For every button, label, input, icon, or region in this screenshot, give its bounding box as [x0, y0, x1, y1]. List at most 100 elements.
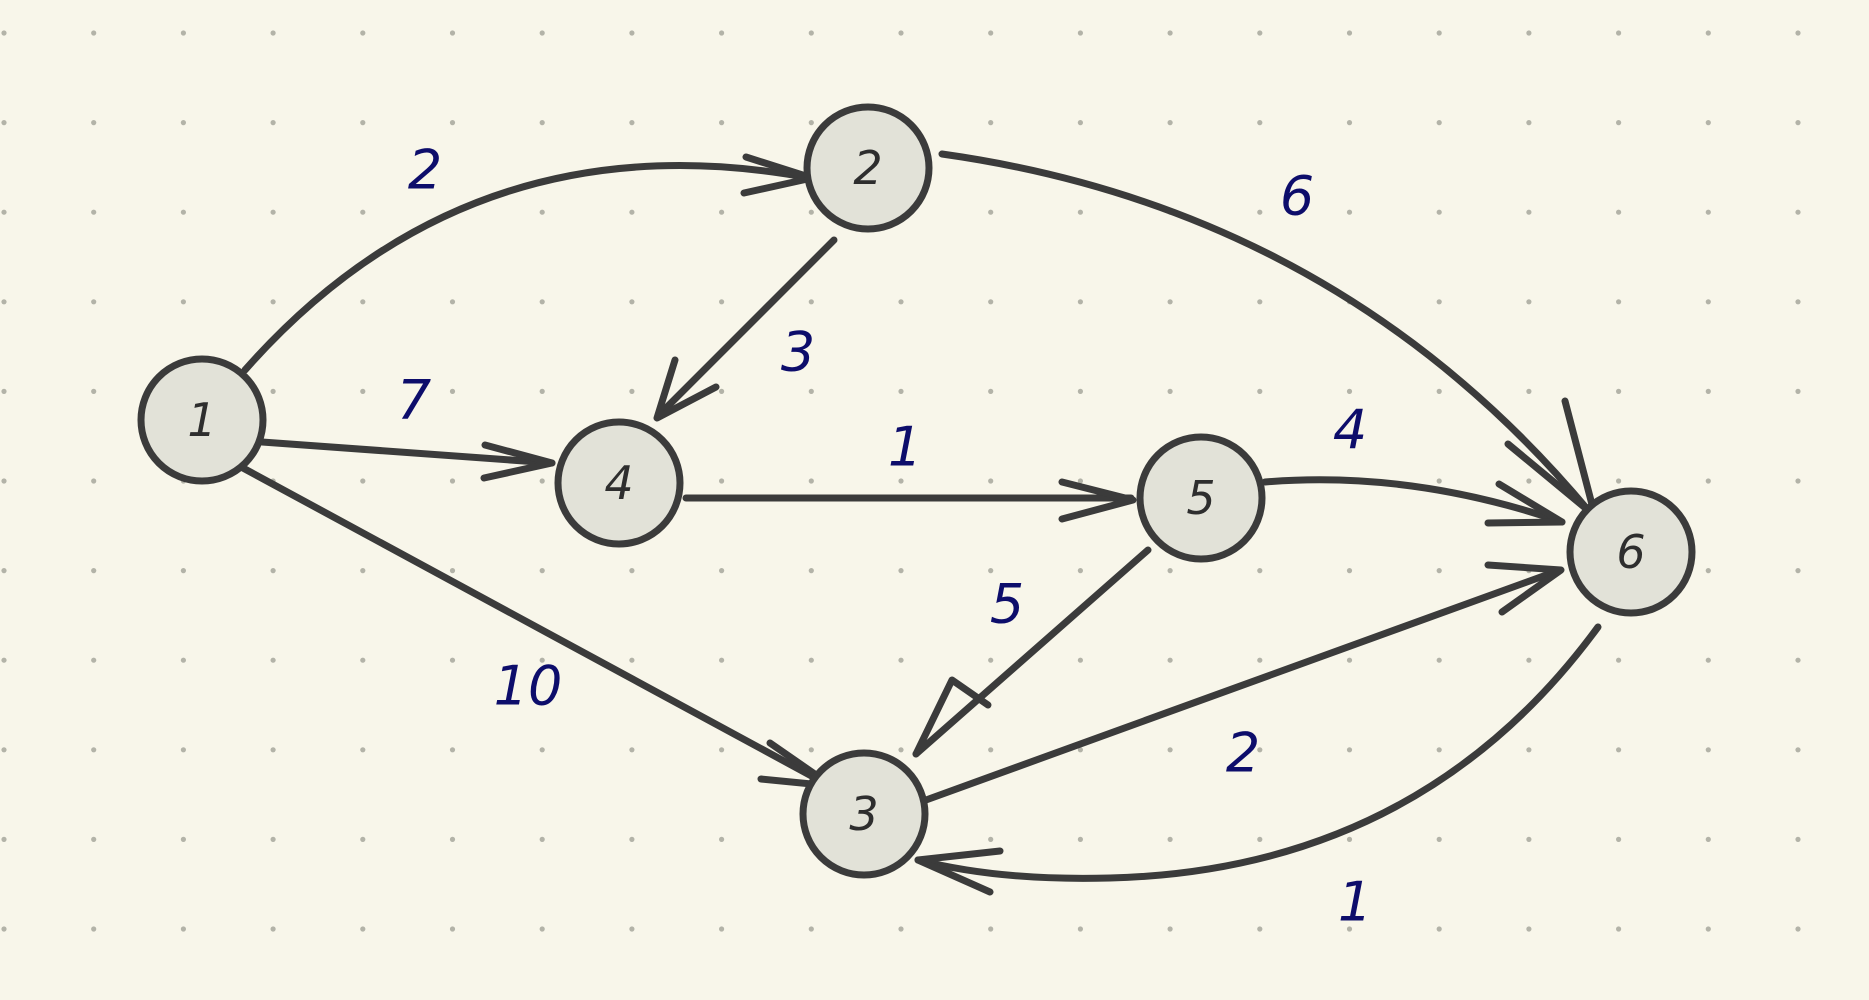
- grid-dot: [719, 657, 725, 663]
- grid-dot: [360, 388, 366, 394]
- grid-dot: [180, 568, 186, 574]
- grid-dot: [988, 926, 994, 932]
- grid-dot: [1705, 568, 1711, 574]
- grid-dot: [449, 926, 456, 932]
- grid-dot: [719, 836, 725, 843]
- grid-dot: [180, 926, 186, 932]
- grid-dot: [270, 30, 276, 36]
- grid-dot: [449, 30, 456, 36]
- grid-dot: [1167, 836, 1173, 843]
- edge-1-3: [239, 464, 834, 790]
- grid-dot: [1795, 478, 1801, 484]
- grid-dot: [1526, 120, 1532, 126]
- grid-dot: [1616, 657, 1622, 663]
- grid-dot: [629, 120, 635, 126]
- grid-dot: [1257, 836, 1263, 843]
- grid-dot: [180, 299, 186, 305]
- edge-2-6: [938, 150, 1597, 520]
- grid-dot: [1346, 836, 1353, 843]
- grid-dot: [719, 926, 725, 932]
- grid-dot: [1, 926, 7, 932]
- grid-dot: [91, 657, 97, 663]
- grid-dot: [91, 478, 97, 484]
- node-2-label: 2: [853, 141, 882, 195]
- grid-dot: [270, 836, 276, 843]
- grid-dot: [360, 657, 366, 663]
- grid-dot: [1616, 299, 1622, 305]
- grid-dot: [449, 299, 456, 305]
- node-6[interactable]: 6: [1566, 487, 1696, 617]
- node-4[interactable]: 4: [554, 418, 684, 548]
- grid-dot: [1346, 747, 1353, 753]
- grid-dot: [1616, 209, 1622, 215]
- grid-dot: [719, 478, 725, 484]
- grid-dot: [1616, 926, 1622, 932]
- edge-1-4-arrowhead: [480, 441, 556, 482]
- grid-dot: [1436, 299, 1442, 305]
- weight-6-3: 1: [1338, 871, 1372, 934]
- grid-dot: [1526, 478, 1532, 484]
- node-2[interactable]: 2: [803, 103, 933, 233]
- grid-dot: [1616, 836, 1622, 843]
- grid-dot: [1436, 388, 1442, 394]
- grid-dot: [1077, 120, 1083, 126]
- grid-dot: [629, 388, 635, 394]
- grid-dot: [270, 299, 276, 305]
- grid-dot: [629, 299, 635, 305]
- node-1[interactable]: 1: [137, 355, 267, 485]
- grid-dot: [1, 478, 7, 484]
- grid-dot: [808, 657, 814, 663]
- grid-dot: [539, 568, 545, 574]
- grid-dot: [1, 747, 7, 753]
- grid-dot: [1346, 209, 1353, 215]
- grid-dot: [539, 388, 545, 394]
- grid-dot: [898, 478, 904, 484]
- grid-dot: [988, 30, 994, 36]
- grid-dot: [91, 120, 97, 126]
- grid-dot: [1705, 30, 1711, 36]
- edge-weights: 2 7 10 3 6 1 5 4 2 1: [397, 139, 1372, 934]
- grid-dot: [1526, 209, 1532, 215]
- edge-6-3-arrowhead: [914, 847, 1004, 896]
- grid-dot: [1705, 299, 1711, 305]
- edge-5-6: [1261, 476, 1566, 526]
- weight-1-2: 2: [408, 139, 442, 202]
- node-5[interactable]: 5: [1136, 433, 1266, 563]
- grid-dot: [91, 388, 97, 394]
- grid-dot: [1257, 30, 1263, 36]
- grid-dot: [1167, 747, 1173, 753]
- grid-dot: [988, 657, 994, 663]
- grid-dot: [1436, 209, 1442, 215]
- grid-dot: [1526, 299, 1532, 305]
- node-6-circle: [1566, 487, 1696, 617]
- grid-dot: [270, 388, 276, 394]
- grid-dot: [449, 747, 456, 753]
- grid-dot: [808, 30, 814, 36]
- grid-dot: [629, 30, 635, 36]
- grid-dot: [988, 747, 994, 753]
- weight-5-6: 4: [1333, 399, 1367, 462]
- grid-dot: [988, 388, 994, 394]
- node-3[interactable]: 3: [799, 749, 929, 879]
- grid-dot: [808, 299, 814, 305]
- grid-dot: [360, 836, 366, 843]
- grid-dot: [1077, 747, 1083, 753]
- grid-dot: [360, 30, 366, 36]
- grid-dot: [360, 747, 366, 753]
- grid-dot: [1705, 926, 1711, 932]
- grid-dot: [1436, 120, 1442, 126]
- weight-2-6: 6: [1280, 165, 1314, 228]
- grid-dot: [91, 926, 97, 932]
- grid-dot: [1346, 568, 1353, 574]
- grid-dot: [1705, 747, 1711, 753]
- grid-dot: [1436, 926, 1442, 932]
- grid-dot: [719, 299, 725, 305]
- grid-dot: [91, 747, 97, 753]
- grid-dot: [898, 926, 904, 932]
- grid-dot: [1077, 478, 1083, 484]
- grid-dot: [1795, 30, 1801, 36]
- grid-dot: [719, 209, 725, 215]
- grid-dot: [988, 299, 994, 305]
- grid-dot: [1705, 388, 1711, 394]
- grid-dot: [539, 478, 545, 484]
